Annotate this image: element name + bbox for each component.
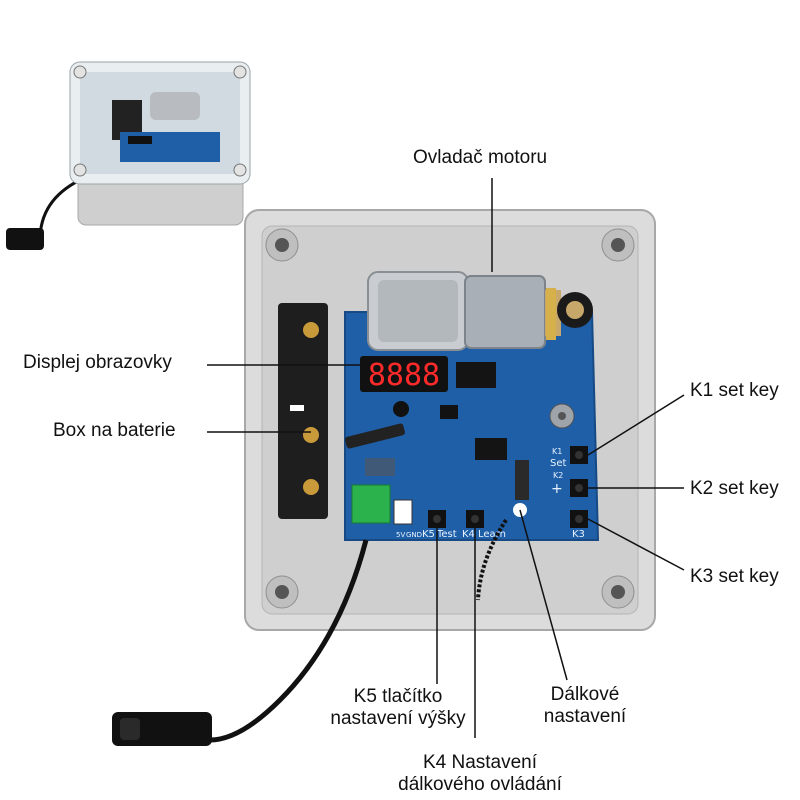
silk-gnd: GND xyxy=(406,531,422,539)
label-screen-display: Displej obrazovky xyxy=(23,352,172,373)
label-remote-line1: Dálkové xyxy=(550,684,620,705)
antenna-wire xyxy=(476,518,508,601)
silk-set: Set xyxy=(550,458,567,469)
silk-k2: K2 xyxy=(553,471,563,480)
power-cable xyxy=(112,539,369,746)
power-terminal xyxy=(351,484,391,524)
pcb-board: 8888 K1 Set K2 + K3 K5 Test K4 xyxy=(344,311,600,541)
silk-learn: Learn xyxy=(478,529,506,540)
label-k5-height-button: K5 tlačítko nastavení výšky xyxy=(298,686,498,730)
silk-k4: K4 xyxy=(462,529,475,540)
silk-k1: K1 xyxy=(552,447,562,456)
leader-lines xyxy=(207,178,685,738)
label-k4-remote-setting: K4 Nastavení dálkového ovládání xyxy=(375,752,585,796)
label-remote-line2: nastavení xyxy=(543,706,627,727)
label-motor-controller: Ovladač motoru xyxy=(413,147,548,168)
led-display-digits: 8888 xyxy=(368,358,440,393)
label-k5-line1: K5 tlačítko xyxy=(353,686,443,707)
closed-enclosure-photo xyxy=(6,61,251,250)
label-k4-line2: dálkového ovládání xyxy=(398,774,562,795)
label-k3-set-key: K3 set key xyxy=(690,566,779,587)
label-k2-set-key: K2 set key xyxy=(690,478,779,499)
label-k1-set-key: K1 set key xyxy=(690,380,779,401)
silk-k5: K5 xyxy=(422,529,435,540)
silk-k3: K3 xyxy=(572,529,585,540)
label-remote-setting: Dálkové nastavení xyxy=(500,684,670,728)
silk-5v: 5V xyxy=(396,531,405,539)
led-display xyxy=(360,356,448,392)
battery-box xyxy=(278,303,328,519)
silk-test: Test xyxy=(436,529,457,540)
label-battery-box: Box na baterie xyxy=(53,420,176,441)
silk-plus: + xyxy=(551,481,563,497)
label-k5-line2: nastavení výšky xyxy=(330,708,466,729)
motor xyxy=(367,271,593,351)
label-k4-line1: K4 Nastavení xyxy=(422,752,538,773)
